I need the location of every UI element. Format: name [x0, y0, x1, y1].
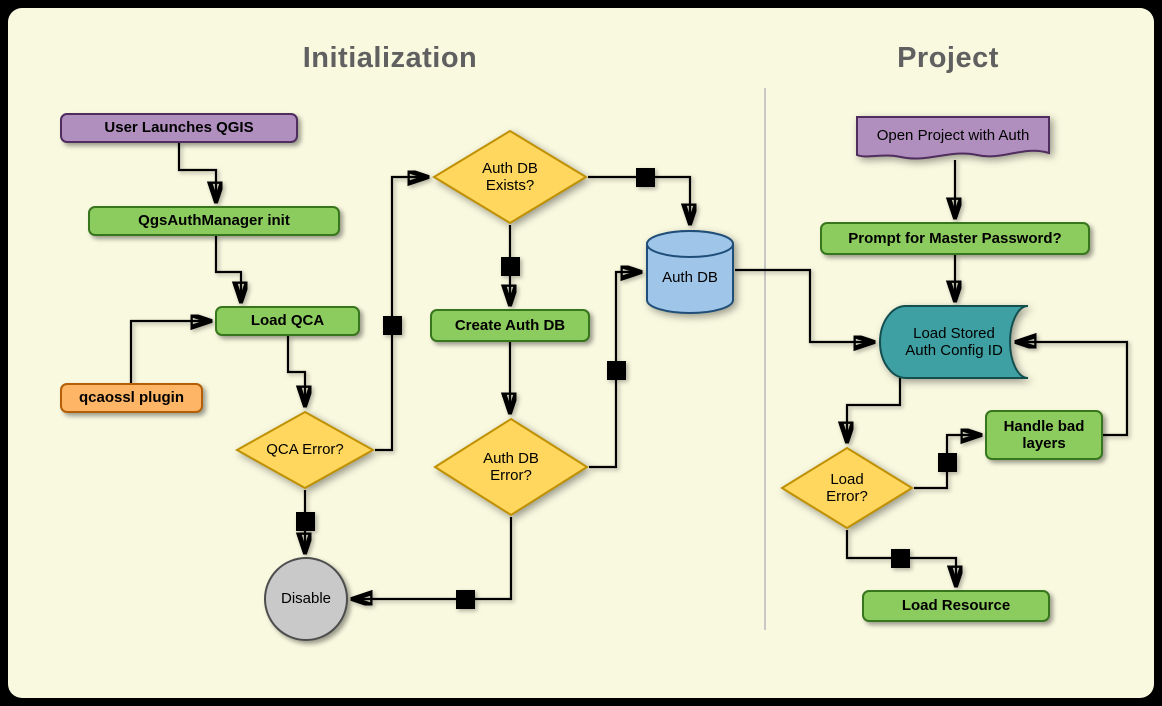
square-marker — [891, 549, 910, 568]
node-disable: Disable — [264, 557, 348, 641]
node-auth-db-error-decision: Auth DB Error? — [433, 417, 589, 517]
node-handle-bad-layers: Handle bad layers — [985, 410, 1103, 460]
node-label: Prompt for Master Password? — [848, 229, 1062, 247]
node-open-project-with-auth: Open Project with Auth — [855, 115, 1051, 167]
square-marker — [383, 316, 402, 335]
node-label: Create Auth DB — [454, 316, 566, 334]
node-label: Disable — [280, 590, 332, 608]
edge-authdb-to-loadstored — [735, 268, 871, 342]
node-label: qcaossl plugin — [78, 389, 184, 407]
square-marker — [296, 512, 315, 531]
node-label: QCA Error? — [266, 441, 344, 459]
node-prompt-master-password: Prompt for Master Password? — [820, 222, 1090, 255]
node-qca-error-decision: QCA Error? — [235, 410, 375, 490]
square-marker — [938, 453, 957, 472]
node-label: Auth DB — [662, 269, 718, 287]
section-title-initialization: Initialization — [302, 42, 478, 74]
node-label: User Launches QGIS — [104, 119, 254, 137]
node-load-error-decision: Load Error? — [780, 446, 914, 530]
square-marker — [501, 257, 520, 276]
cylinder-shape — [646, 230, 734, 314]
edge-dberror-to-disable — [355, 517, 513, 599]
edge-loadqca-to-qcaerror — [286, 336, 305, 403]
node-label: Load QCA — [250, 312, 325, 330]
edge-qcaerror-to-dbexists — [375, 177, 425, 452]
diamond-shape — [433, 417, 589, 517]
edge-launch-to-authmanager — [177, 143, 216, 199]
node-label: Auth DB Exists? — [482, 159, 538, 194]
node-label: Load Error? — [826, 470, 868, 505]
diamond-shape — [235, 410, 375, 490]
stored-data-shape — [879, 305, 1029, 379]
node-label: Load Stored Auth Config ID — [905, 324, 1003, 359]
node-label: Load Resource — [901, 597, 1011, 615]
square-marker — [636, 168, 655, 187]
node-user-launches-qgis: User Launches QGIS — [60, 113, 298, 143]
section-divider — [764, 88, 766, 630]
node-load-qca: Load QCA — [215, 306, 360, 336]
node-label: Auth DB Error? — [483, 449, 539, 484]
diamond-shape — [780, 446, 914, 530]
node-label: QgsAuthManager init — [138, 212, 290, 230]
document-shape — [856, 116, 1050, 160]
edge-loaderror-to-loadresource — [845, 530, 956, 583]
node-qcaossl-plugin: qcaossl plugin — [60, 383, 203, 413]
node-auth-db-exists-decision: Auth DB Exists? — [432, 129, 588, 225]
square-marker — [607, 361, 626, 380]
edge-dberror-to-authdb — [589, 272, 638, 469]
node-create-auth-db: Create Auth DB — [430, 309, 590, 342]
node-qgsauthmanager-init: QgsAuthManager init — [88, 206, 340, 236]
node-load-resource: Load Resource — [862, 590, 1050, 622]
square-marker — [456, 590, 475, 609]
diamond-shape — [432, 129, 588, 225]
node-load-stored-auth-config: Load Stored Auth Config ID — [878, 304, 1030, 380]
node-label: Handle bad layers — [1003, 417, 1085, 452]
node-auth-db-database: Auth DB — [645, 228, 735, 316]
section-title-project: Project — [897, 42, 999, 74]
edge-dbexists-to-authdb — [588, 175, 690, 221]
edge-authmanager-to-loadqca — [214, 236, 241, 299]
node-label: Open Project with Auth — [876, 127, 1030, 145]
edge-qcaossl-to-loadqca — [129, 321, 208, 383]
edge-loadstored-to-loaderror — [847, 378, 902, 439]
edge-loaderror-to-handlebad — [914, 435, 978, 490]
